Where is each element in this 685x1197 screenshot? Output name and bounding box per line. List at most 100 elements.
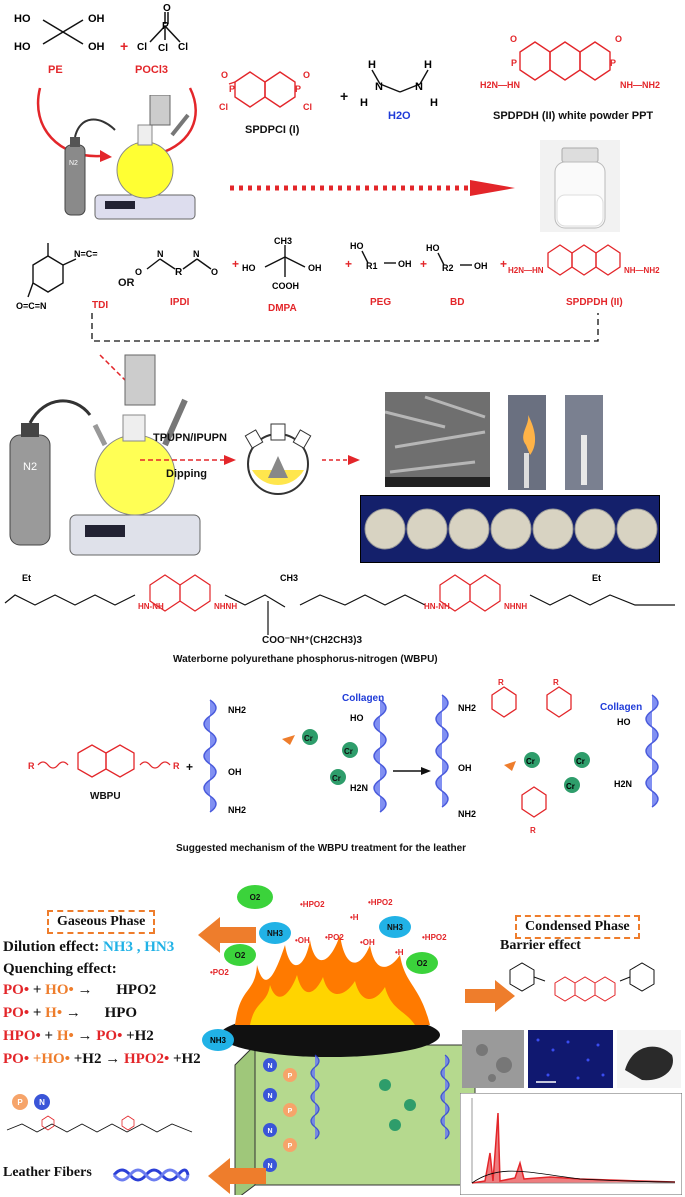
svg-text:H2N: H2N xyxy=(350,783,368,793)
pocl3-structure: O P Cl Cl Cl xyxy=(137,3,188,54)
svg-text:R: R xyxy=(175,267,183,278)
svg-text:P: P xyxy=(295,84,301,94)
svg-text:H: H xyxy=(360,97,368,109)
reagents-bracket xyxy=(91,313,599,342)
svg-text:NH2: NH2 xyxy=(228,705,246,715)
elemental-map-image xyxy=(528,1030,613,1088)
equation-3: HPO• + H• → PO• +H2 xyxy=(3,1028,154,1044)
tdi-structure: N=C=O O=C=N xyxy=(16,243,98,311)
section-polymerization: N2 TPUPN/IPUPN Dipping xyxy=(0,340,685,570)
gaseous-phase-box: Gaseous Phase xyxy=(47,910,156,934)
svg-text:CH3: CH3 xyxy=(274,236,292,246)
section-synthesis-spdpdh: HO OH HO OH PE + O P Cl Cl Cl POCl3 N2 xyxy=(0,0,685,235)
svg-text:OH: OH xyxy=(228,767,242,777)
svg-text:Cl: Cl xyxy=(158,43,168,54)
quenching-label: Quenching effect: xyxy=(3,961,117,977)
svg-text:OH: OH xyxy=(398,259,412,269)
svg-text:Cr: Cr xyxy=(332,774,341,783)
collagen-label-1: Collagen xyxy=(342,693,385,704)
or-label: OR xyxy=(118,277,135,289)
reaction-apparatus-2: N2 xyxy=(9,354,201,556)
svg-text:P: P xyxy=(610,58,616,68)
svg-text:O: O xyxy=(510,34,517,44)
svg-text:O: O xyxy=(303,70,310,80)
svg-text:P: P xyxy=(511,58,517,68)
svg-text:OH: OH xyxy=(458,763,472,773)
section-mechanism: R R + WBPU Cr Cr Cr NH2 NH2 OH HO H2N Co… xyxy=(0,675,685,865)
leather-fiber-helix xyxy=(112,1168,190,1182)
mini-wbpu-chain xyxy=(6,1115,193,1133)
mechanism-caption: Suggested mechanism of the WBPU treatmen… xyxy=(176,843,467,854)
svg-text:Cr: Cr xyxy=(304,734,313,743)
spdpci-structure: O P Cl P O Cl xyxy=(219,70,312,112)
svg-text:H2N: H2N xyxy=(614,779,632,789)
svg-text:O2: O2 xyxy=(417,959,428,968)
dilution-species: NH3 , HN3 xyxy=(102,939,175,955)
dilution-effect-line: Dilution effect: NH3 , HN3 xyxy=(3,939,174,956)
svg-text:N: N xyxy=(267,1063,272,1070)
counter-ion-label: COO⁻NH⁺(CH2CH3)3 xyxy=(262,635,363,646)
collagen-chrome-complex: Cr Cr Cr NH2 NH2 OH HO H2N xyxy=(203,699,387,815)
orange-arrow-left-top xyxy=(198,917,256,953)
gas-clouds: O2 NH3 NH3 O2 O2 •HPO2 •HPO2 •H •PO2 •OH… xyxy=(210,885,447,977)
svg-text:R: R xyxy=(498,678,504,687)
peg-label: PEG xyxy=(370,297,392,308)
svg-text:N: N xyxy=(39,1098,45,1107)
section-wbpu-structure: HN-NH NHNH HN-NH NHNH Et Et CH3 COO⁻NH⁺(… xyxy=(0,565,685,670)
barrier-effect-label: Barrier effect xyxy=(500,938,581,953)
svg-text:NH—NH2: NH—NH2 xyxy=(624,266,660,275)
svg-text:P: P xyxy=(288,1108,293,1115)
plus-bd: + xyxy=(420,257,428,271)
svg-text:H2N—HN: H2N—HN xyxy=(480,80,520,90)
ipdi-label: IPDI xyxy=(170,297,190,308)
dotted-arrow-1 xyxy=(230,180,515,196)
svg-text:P: P xyxy=(288,1073,293,1080)
svg-text:Cl: Cl xyxy=(137,42,147,53)
dotted-arrow-2 xyxy=(322,455,360,465)
bd-structure: HO R2 OH xyxy=(426,243,488,273)
svg-text:O: O xyxy=(163,3,171,14)
collagen-label-2: Collagen xyxy=(600,702,643,713)
dmpa-structure: CH3 HO OH COOH xyxy=(242,236,322,291)
tdi-label: TDI xyxy=(92,300,109,311)
barrier-structure xyxy=(509,962,655,1002)
svg-text:N: N xyxy=(157,249,164,259)
plus-dmpa: + xyxy=(232,257,240,271)
svg-text:H: H xyxy=(368,59,376,71)
burning-leather-block: N P N P N P N xyxy=(220,935,476,1195)
svg-text:Et: Et xyxy=(22,573,31,583)
svg-text:N=C=O: N=C=O xyxy=(74,249,98,259)
svg-text:R: R xyxy=(28,761,35,771)
svg-text:Cr: Cr xyxy=(344,747,353,756)
svg-text:R2: R2 xyxy=(442,263,454,273)
equation-1: PO• + HO• → HPO2 xyxy=(3,982,157,998)
orange-arrow-left-bottom xyxy=(208,1158,266,1194)
collagen-wbpu-complex: Cr Cr Cr R R R NH2 NH2 OH HO H2N xyxy=(435,678,659,835)
h2o-label: H2O xyxy=(388,110,411,122)
reaction-arrow-mechanism xyxy=(393,767,431,775)
svg-text:O: O xyxy=(221,70,228,80)
plus-peg: + xyxy=(345,257,353,271)
spdpdh-label: SPDPDH (II) white powder PPT xyxy=(493,110,654,122)
reaction-apparatus-1: N2 xyxy=(64,95,196,220)
equation-4: PO• +HO• +H2 → HPO2• +H2 xyxy=(3,1051,201,1067)
char-residue-photo xyxy=(617,1030,681,1088)
pe-label: PE xyxy=(48,64,63,76)
svg-text:•HPO2: •HPO2 xyxy=(422,933,447,942)
section-reagents: N=C=O O=C=N TDI OR O N R N O IPDI + CH3 … xyxy=(0,235,685,350)
svg-text:•H: •H xyxy=(350,913,359,922)
svg-text:O2: O2 xyxy=(235,951,246,960)
svg-text:H: H xyxy=(424,59,432,71)
svg-text:R1: R1 xyxy=(366,261,378,271)
spdpci-label: SPDPCI (I) xyxy=(245,124,300,136)
flame-photo-2 xyxy=(565,395,603,490)
wbpu-label: WBPU xyxy=(90,791,121,802)
svg-text:HO: HO xyxy=(350,713,364,723)
svg-text:NH3: NH3 xyxy=(267,929,284,938)
svg-text:HN-NH: HN-NH xyxy=(424,602,450,611)
svg-text:Cl: Cl xyxy=(303,102,312,112)
svg-text:Cl: Cl xyxy=(219,102,228,112)
svg-text:H2N—HN: H2N—HN xyxy=(508,266,544,275)
char-sem-image xyxy=(462,1030,524,1088)
plus-spdpdh: + xyxy=(500,257,508,271)
